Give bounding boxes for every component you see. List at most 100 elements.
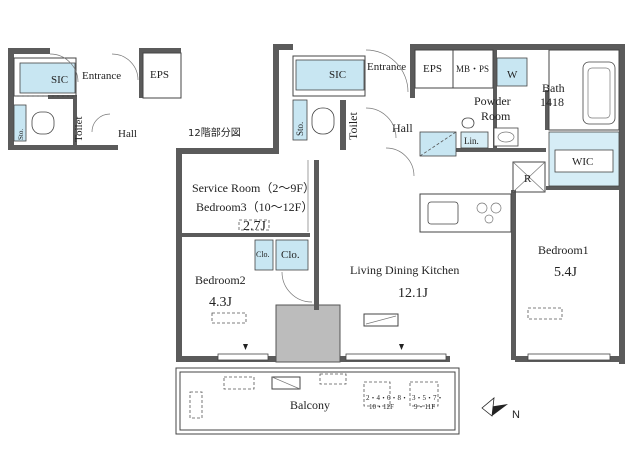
bathtub-inner <box>587 67 611 119</box>
inset-eps-box <box>142 52 182 99</box>
wall-top-right <box>410 44 625 50</box>
bath-room <box>548 49 620 131</box>
hall-door-arc <box>365 107 397 139</box>
window-bedroom1 <box>527 353 611 361</box>
wic-inner <box>554 149 614 173</box>
compass-arrow-light <box>481 397 495 417</box>
main-plan: SIC Entrance EPS MB・PS W Bath 1418 Powde… <box>175 44 625 435</box>
bedroom2-door-arc <box>281 271 313 303</box>
mbps-box <box>452 49 494 89</box>
hall-label: Hall <box>392 121 413 135</box>
powder-label-2: Room <box>481 109 511 123</box>
wall-bedroom1-left <box>511 190 516 360</box>
bath-label: Bath <box>542 81 565 95</box>
closet-2-label: Clo. <box>281 249 300 261</box>
bath-size: 1418 <box>540 95 564 109</box>
service-room-label-1: Service Room（2～9F） <box>192 181 315 195</box>
eps-label: EPS <box>423 63 442 75</box>
bedroom1-label: Bedroom1 <box>538 243 589 257</box>
ldk-vent-diag <box>365 315 397 325</box>
sic-area <box>292 55 366 97</box>
balcony-label: Balcony <box>290 398 330 412</box>
wall-wic-bottom <box>546 186 619 190</box>
ldk-label: Living Dining Kitchen <box>350 263 459 277</box>
inset-wall-bottom <box>8 145 118 150</box>
inset-wall-toilet <box>73 98 77 150</box>
entrance-label: Entrance <box>367 61 406 73</box>
balcony-unit-4 <box>189 391 203 419</box>
kitchen-counter <box>419 193 512 233</box>
service-room-size: 2.7J <box>243 219 267 234</box>
balcony-note-1-a: 2・4・6・8・ <box>366 394 408 402</box>
toilet-bowl <box>311 107 335 135</box>
balcony-outline <box>175 367 460 435</box>
bathtub <box>582 61 616 125</box>
wall-toilet-right <box>340 100 346 150</box>
sic-label: SIC <box>329 69 346 81</box>
bedroom2-label: Bedroom2 <box>195 273 246 287</box>
bedroom1-window-mark <box>527 307 563 320</box>
refrigerator-diag-2 <box>512 161 546 193</box>
ldk-size: 12.1J <box>398 286 429 301</box>
refrigerator <box>512 161 546 193</box>
balcony-unit-2 <box>271 376 301 390</box>
inset-sto-box <box>13 104 27 142</box>
pillar <box>275 304 341 363</box>
wall-step <box>176 148 279 154</box>
compass-north-label: N <box>512 409 520 421</box>
wic-label: WIC <box>572 156 593 168</box>
inset-toilet-bowl <box>31 111 55 135</box>
inset-door-arc <box>49 53 79 83</box>
balcony-note-2-a: 3・5・7・ <box>412 394 444 402</box>
inset-plan: SIC Entrance EPS Sto. Toilet Hall 12階部分図 <box>8 48 241 150</box>
marker-triangle-1 <box>243 344 248 350</box>
sto-box <box>292 99 308 141</box>
refrigerator-label: R <box>524 173 532 185</box>
inset-hall-door <box>91 113 111 133</box>
wall-right <box>619 44 625 364</box>
wall-powder-bottom <box>446 148 546 152</box>
lin-box <box>460 131 489 149</box>
inset-sic-label: SIC <box>51 74 68 86</box>
wall-left-upper <box>273 44 279 154</box>
inset-entrance-label: Entrance <box>82 70 121 82</box>
wall-service-bottom <box>182 233 310 237</box>
inset-hall-label: Hall <box>118 128 137 140</box>
balcony-unit-3 <box>319 373 347 385</box>
wall-bath-left <box>493 50 497 150</box>
balcony-note-2-box <box>409 381 439 407</box>
marker-triangle-2 <box>399 344 404 350</box>
vanity-sink <box>493 127 519 147</box>
inset-wall-top-left <box>8 48 50 54</box>
inset-toilet-label: Toilet <box>73 116 85 142</box>
bedroom2-window-mark <box>211 312 247 324</box>
inset-wall-eps <box>139 53 143 98</box>
washer-label: W <box>507 69 518 81</box>
wall-left <box>176 148 182 360</box>
stove-burner-2 <box>490 202 502 214</box>
service-room-window-mark <box>238 219 270 231</box>
inset-wall-top-right <box>139 48 181 53</box>
inset-eps-label: EPS <box>150 69 169 81</box>
bedroom1-size: 5.4J <box>554 265 578 280</box>
ldk-door-arc <box>385 147 415 177</box>
powder-label-1: Powder <box>474 94 511 108</box>
kitchen-sink <box>427 201 459 225</box>
washer-pan <box>496 57 528 87</box>
sto-label: Sto. <box>295 122 305 136</box>
stove-burner-3 <box>484 214 494 224</box>
balcony-unit-1 <box>223 376 255 390</box>
wall-bedroom2-right <box>314 160 319 310</box>
service-room-label-2: Bedroom3（10～12F） <box>196 200 313 214</box>
balcony-note-2-b: 9・11F <box>414 403 435 411</box>
entrance-door-arc <box>365 49 409 93</box>
wall-eps-left <box>410 50 415 98</box>
closet-2 <box>275 239 309 271</box>
sic-box <box>295 59 365 91</box>
balcony-inner <box>179 371 456 431</box>
mbps-label: MB・PS <box>456 64 489 74</box>
toilet-label: Toilet <box>346 112 360 140</box>
lin-label: Lin. <box>464 136 479 146</box>
ldk-vent-mark <box>363 313 399 327</box>
inset-sic-box <box>19 62 76 94</box>
